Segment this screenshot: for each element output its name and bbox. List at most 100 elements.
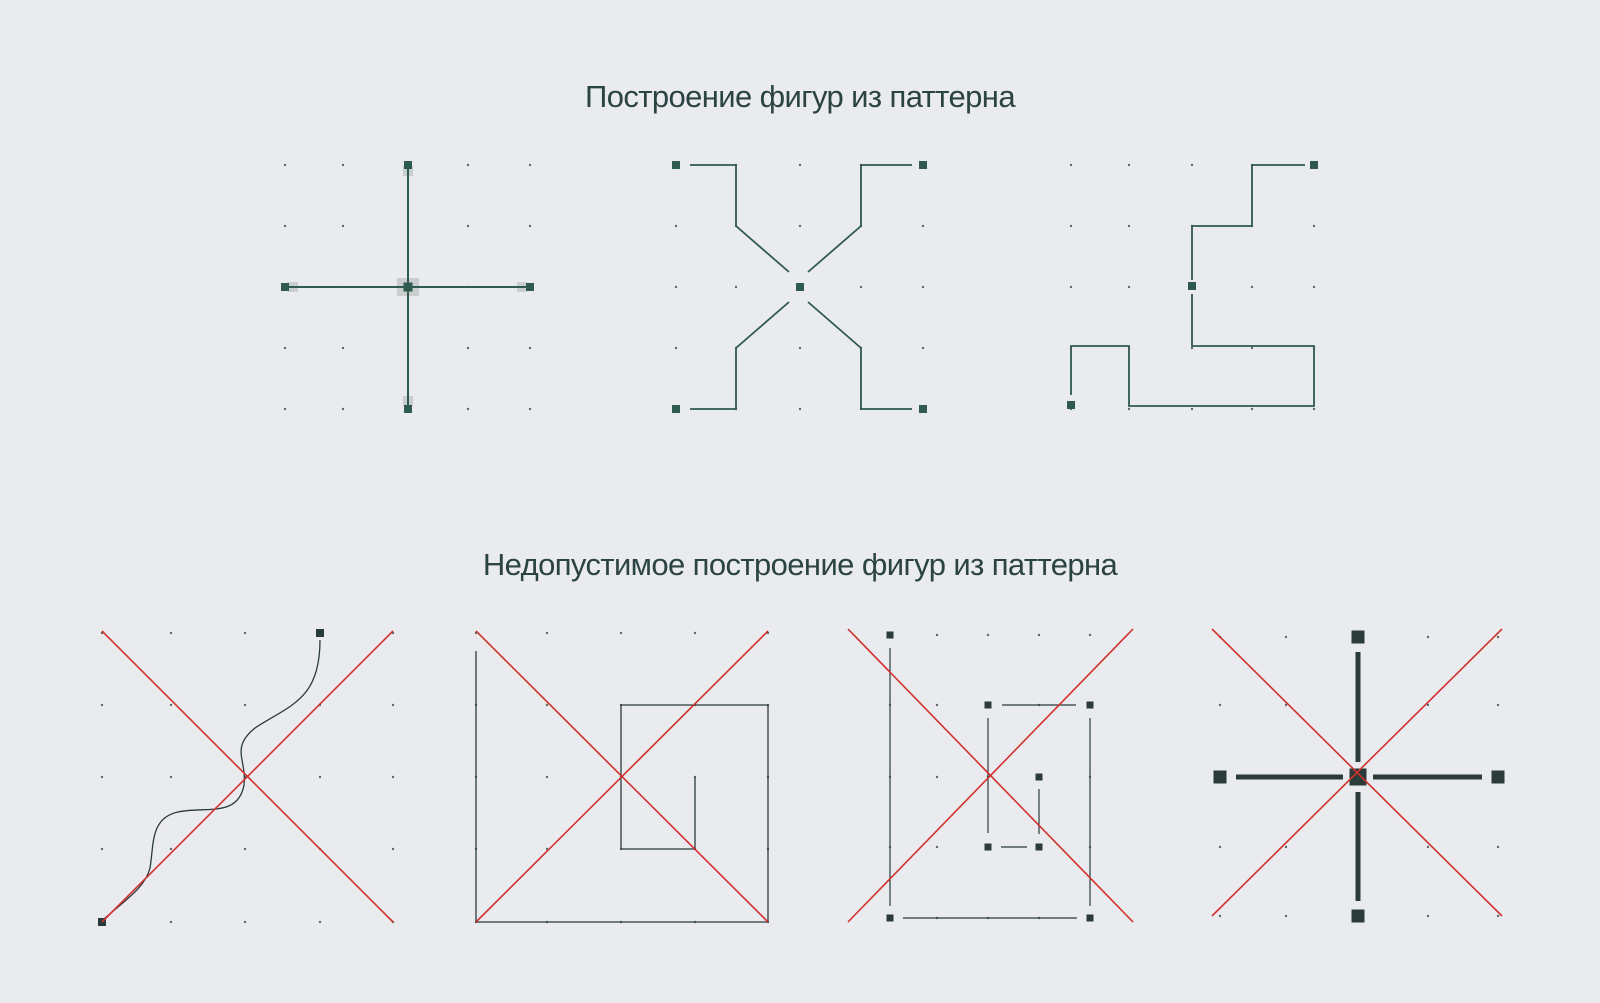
node-square [404, 405, 412, 413]
grid-dot [243, 920, 247, 924]
grid-dot [545, 631, 549, 635]
bracket-top-left [690, 164, 790, 273]
grid-dot [1069, 285, 1073, 289]
grid-dot [243, 631, 247, 635]
node-square [1188, 282, 1196, 290]
figure-x-brackets [672, 161, 927, 413]
node-square [526, 283, 534, 291]
grid-dot [169, 847, 173, 851]
grid-dot [283, 346, 287, 350]
grid-dot [1127, 407, 1131, 411]
grid-dot [169, 920, 173, 924]
stair-upper [1191, 164, 1305, 280]
grid-dot [935, 775, 939, 779]
grid-dot [935, 633, 939, 637]
grid-dot [1284, 635, 1288, 639]
grid-dot [1284, 845, 1288, 849]
node-square [919, 161, 927, 169]
grid-dot [528, 163, 532, 167]
node-square [1310, 161, 1318, 169]
grid-dot [921, 285, 925, 289]
red-cross-icon [101, 630, 394, 923]
red-cross-stroke [101, 630, 394, 923]
center-node [1349, 768, 1367, 786]
node-square [1086, 701, 1094, 709]
node-square [1035, 843, 1043, 851]
section-title-forbidden: Недопустимое построение фигур из паттерн… [482, 547, 1118, 582]
node-square [1086, 914, 1094, 922]
bracket-top-right [807, 164, 912, 273]
node-square [281, 283, 289, 291]
section-title-allowed: Построение фигур из паттерна [585, 79, 1016, 114]
grid-dot [391, 703, 395, 707]
grid-dot [674, 346, 678, 350]
grid-dot [921, 224, 925, 228]
grid-dot [169, 631, 173, 635]
grid-dot [1496, 914, 1500, 918]
node-square [1067, 401, 1075, 409]
bracket-bottom-left [690, 301, 790, 410]
grid-dot [1218, 914, 1222, 918]
grid-dot [734, 285, 738, 289]
grid-dot [528, 224, 532, 228]
node-square [1491, 770, 1505, 784]
grid-dot [1426, 845, 1430, 849]
grid-dot [674, 224, 678, 228]
grid-dot [1127, 163, 1131, 167]
grid-dot [169, 703, 173, 707]
grid-dot [935, 703, 939, 707]
node-square [886, 631, 894, 639]
grid-dot [693, 631, 697, 635]
grid-dot [466, 346, 470, 350]
grid-dot [1250, 285, 1254, 289]
figure-plus [281, 161, 534, 413]
grid-dot [619, 631, 623, 635]
grid-dot [283, 224, 287, 228]
grid-dot [341, 346, 345, 350]
grid-dot [1088, 633, 1092, 637]
grid-dot [341, 224, 345, 228]
grid-dot [798, 346, 802, 350]
grid-dot [1312, 224, 1316, 228]
grid-dot [466, 407, 470, 411]
figure-nested-square [474, 630, 770, 924]
grid-dot [859, 285, 863, 289]
grid-dot [100, 703, 104, 707]
node-square [1351, 630, 1365, 644]
grid-dot [1426, 914, 1430, 918]
grid-dot [466, 163, 470, 167]
grid-dot [1250, 407, 1254, 411]
grid-dot [318, 775, 322, 779]
grid-dot [921, 346, 925, 350]
grid-dot [545, 703, 549, 707]
grid-dot [391, 847, 395, 851]
grid-dot [986, 633, 990, 637]
center-node [796, 283, 804, 291]
grid-dot [100, 847, 104, 851]
grid-dot [1069, 163, 1073, 167]
red-cross-icon [1211, 628, 1503, 917]
grid-dot [341, 407, 345, 411]
grid-dot [1284, 914, 1288, 918]
grid-dot [341, 163, 345, 167]
grid-dot [1496, 845, 1500, 849]
grid-dot [1312, 407, 1316, 411]
grid-dot [1218, 703, 1222, 707]
grid-dot [1426, 635, 1430, 639]
node-square [886, 914, 894, 922]
red-cross-icon [475, 630, 769, 923]
grid-dot [243, 703, 247, 707]
figure-staircase [1067, 161, 1318, 411]
grid-dot [798, 407, 802, 411]
grid-dot [100, 775, 104, 779]
node-square [672, 405, 680, 413]
grid-dot [935, 845, 939, 849]
node-square [919, 405, 927, 413]
grid-dot [1069, 224, 1073, 228]
grid-dot [545, 775, 549, 779]
grid-dot [1190, 407, 1194, 411]
grid-dot [318, 920, 322, 924]
grid-dot [169, 775, 173, 779]
center-node [403, 282, 413, 292]
